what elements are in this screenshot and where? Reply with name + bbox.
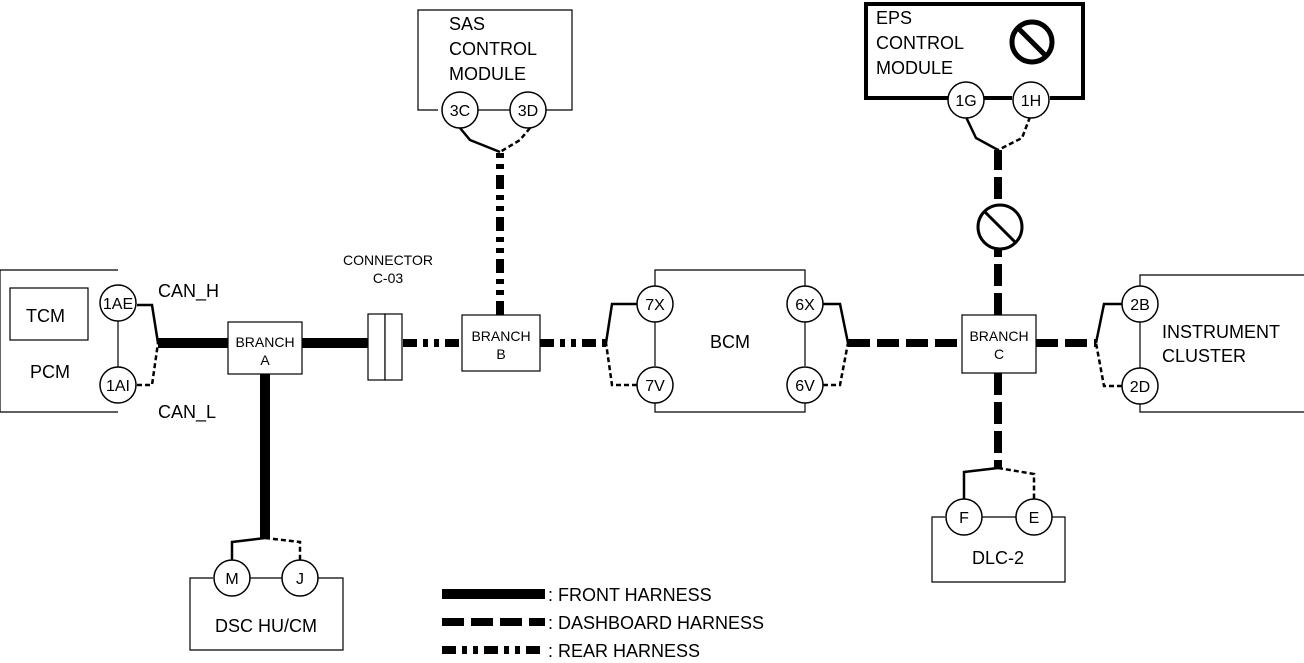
- bcm-pin-7v: [636, 366, 674, 404]
- dsc-can-h-wire: [230, 536, 266, 560]
- bcm-pin-6x-label: 6X: [795, 297, 815, 314]
- branch-a-label-line2: A: [260, 352, 270, 368]
- bcm-right-can-l-wire: [823, 342, 850, 387]
- branch-b: BRANCH B: [461, 314, 541, 372]
- bcm-left-can-l-wire: [604, 342, 637, 387]
- cluster-pin-2d-label: 2D: [1130, 379, 1150, 396]
- eps-pin-1h-label: 1H: [1021, 93, 1041, 110]
- sas-pin-3d: [509, 91, 547, 129]
- branch-b-label-line1: BRANCH: [471, 328, 530, 344]
- can-h-label: CAN_H: [158, 281, 219, 302]
- dlc-pin-f-label: F: [959, 510, 969, 527]
- sas-pin-3c: [441, 91, 479, 129]
- pcm-module: TCM PCM 1AE 1AI: [0, 269, 160, 413]
- connector-label-line2: C-03: [373, 270, 404, 286]
- dlc-pin-f: [945, 498, 983, 536]
- bcm-module: BCM 7X 7V 6X 6V: [604, 269, 850, 413]
- eps-can-l-wire: [997, 116, 1032, 152]
- connector-label-line1: CONNECTOR: [343, 252, 433, 268]
- dlc-pin-e: [1015, 498, 1053, 536]
- eps-label-line3: MODULE: [876, 58, 953, 78]
- eps-pin-1g: [947, 81, 985, 119]
- pcm-pin-1ae-label: 1AE: [103, 296, 133, 313]
- dsc-pin-j-label: J: [296, 571, 304, 588]
- dsc-can-l-wire: [264, 536, 302, 560]
- eps-pin-1h: [1012, 81, 1050, 119]
- legend: : FRONT HARNESS : DASHBOARD HARNESS : RE…: [442, 585, 764, 661]
- connector-c-03: CONNECTOR C-03: [343, 252, 433, 381]
- sas-can-h-wire: [459, 127, 501, 154]
- dlc-can-l-wire: [997, 466, 1036, 499]
- dsc-hu-cm-module: M J DSC HU/CM: [189, 536, 344, 651]
- bcm-label: BCM: [710, 332, 750, 352]
- eps-label-line1: EPS: [876, 8, 912, 28]
- dlc-can-h-wire: [962, 466, 999, 499]
- tcm-label: TCM: [26, 306, 65, 326]
- can-l-label: CAN_L: [158, 402, 216, 423]
- sas-label-line3: MODULE: [449, 64, 526, 84]
- branch-a-label-line1: BRANCH: [235, 334, 294, 350]
- tcm-box: [9, 287, 89, 341]
- bcm-pin-6x: [786, 285, 824, 323]
- cluster-can-h-wire: [1094, 302, 1122, 344]
- bcm-pin-7x: [636, 285, 674, 323]
- pcm-can-l-wire: [137, 342, 160, 387]
- dsc-label: DSC HU/CM: [215, 616, 317, 636]
- instrument-cluster-label-line1: INSTRUMENT: [1162, 322, 1280, 342]
- pcm-label: PCM: [30, 362, 70, 382]
- bcm-pin-6v: [786, 366, 824, 404]
- bcm-right-can-h-wire: [823, 302, 850, 344]
- prohibited-icon: [976, 203, 1024, 251]
- sas-label-line2: CONTROL: [449, 39, 537, 59]
- dsc-pin-m: [213, 559, 251, 597]
- dlc-label: DLC-2: [972, 548, 1024, 568]
- pcm-pin-1ai: [99, 366, 137, 404]
- eps-pin-1g-label: 1G: [955, 93, 976, 110]
- branch-a: BRANCH A: [227, 321, 303, 375]
- dsc-pin-m-label: M: [225, 571, 238, 588]
- eps-prohibited-icon: [1009, 19, 1055, 65]
- branch-c: BRANCH C: [961, 314, 1037, 374]
- legend-dashboard-label: : DASHBOARD HARNESS: [548, 613, 764, 633]
- cluster-pin-2b: [1121, 285, 1159, 323]
- legend-rear-label: : REAR HARNESS: [548, 641, 700, 661]
- dlc-pin-e-label: E: [1029, 510, 1040, 527]
- legend-front-label: : FRONT HARNESS: [548, 585, 712, 605]
- instrument-cluster-module: INSTRUMENT CLUSTER 2B 2D: [1094, 274, 1304, 413]
- sas-pin-3c-label: 3C: [450, 103, 470, 120]
- pcm-can-h-wire: [137, 303, 160, 344]
- pcm-pin-1ae: [99, 284, 137, 322]
- branch-c-label-line1: BRANCH: [969, 328, 1028, 344]
- bcm-pin-7x-label: 7X: [645, 297, 665, 314]
- branch-c-label-line2: C: [994, 346, 1004, 362]
- sas-control-module: SAS CONTROL MODULE 3C 3D: [417, 9, 573, 154]
- pcm-pin-1ai-label: 1AI: [106, 378, 130, 395]
- branch-b-label-line2: B: [496, 346, 505, 362]
- eps-can-h-wire: [964, 116, 999, 152]
- dsc-pin-j: [281, 559, 319, 597]
- sas-can-l-wire: [499, 127, 531, 154]
- cluster-pin-2d: [1121, 367, 1159, 405]
- sas-pin-3d-label: 3D: [518, 103, 538, 120]
- eps-label-line2: CONTROL: [876, 33, 964, 53]
- dlc-2-module: F E DLC-2: [931, 466, 1066, 583]
- sas-label-line1: SAS: [449, 14, 485, 34]
- bcm-pin-7v-label: 7V: [645, 378, 665, 395]
- instrument-cluster-label-line2: CLUSTER: [1162, 346, 1246, 366]
- cluster-can-l-wire: [1094, 342, 1122, 388]
- cluster-pin-2b-label: 2B: [1130, 297, 1150, 314]
- bcm-left-can-h-wire: [604, 302, 637, 344]
- eps-control-module: EPS CONTROL MODULE 1G 1H: [864, 2, 1085, 152]
- bcm-pin-6v-label: 6V: [795, 378, 815, 395]
